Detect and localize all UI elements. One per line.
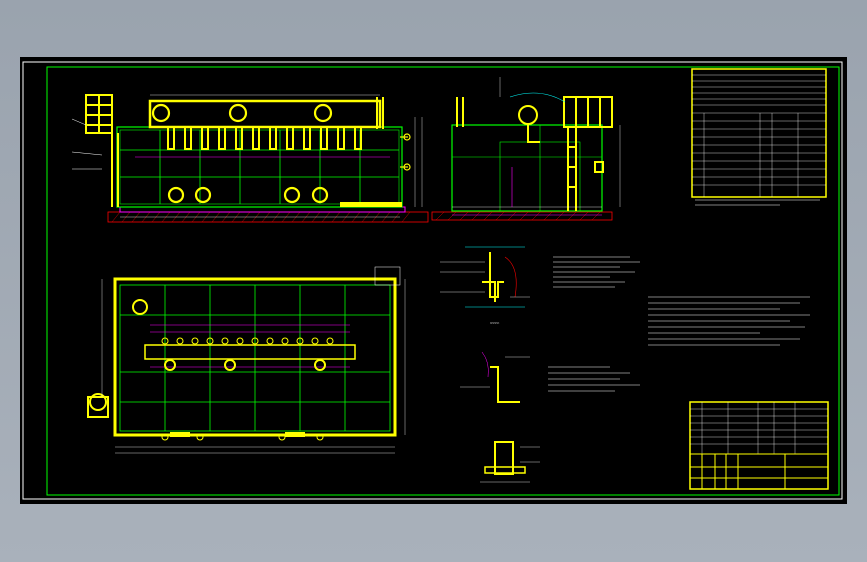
detail-1-caption: ▭▭▭▭▭ <box>490 321 499 325</box>
outer-frame <box>22 61 843 500</box>
detail-section-1: ▭▭▭▭▭ <box>440 246 530 325</box>
technical-notes-3 <box>548 366 640 392</box>
front-elevation-view <box>71 94 429 223</box>
plan-view <box>87 266 406 454</box>
technical-notes-2 <box>648 296 810 346</box>
technical-notes-1 <box>553 256 640 288</box>
equipment-list-table <box>691 68 827 206</box>
title-block <box>689 401 829 490</box>
side-elevation-view <box>431 77 621 221</box>
detail-section-2 <box>460 351 530 403</box>
drawing-sheet: ▭▭▭▭▭ <box>20 57 847 504</box>
cad-drawing: ▭▭▭▭▭ <box>22 61 843 500</box>
detail-section-3 <box>480 441 540 483</box>
inner-frame <box>46 66 840 496</box>
